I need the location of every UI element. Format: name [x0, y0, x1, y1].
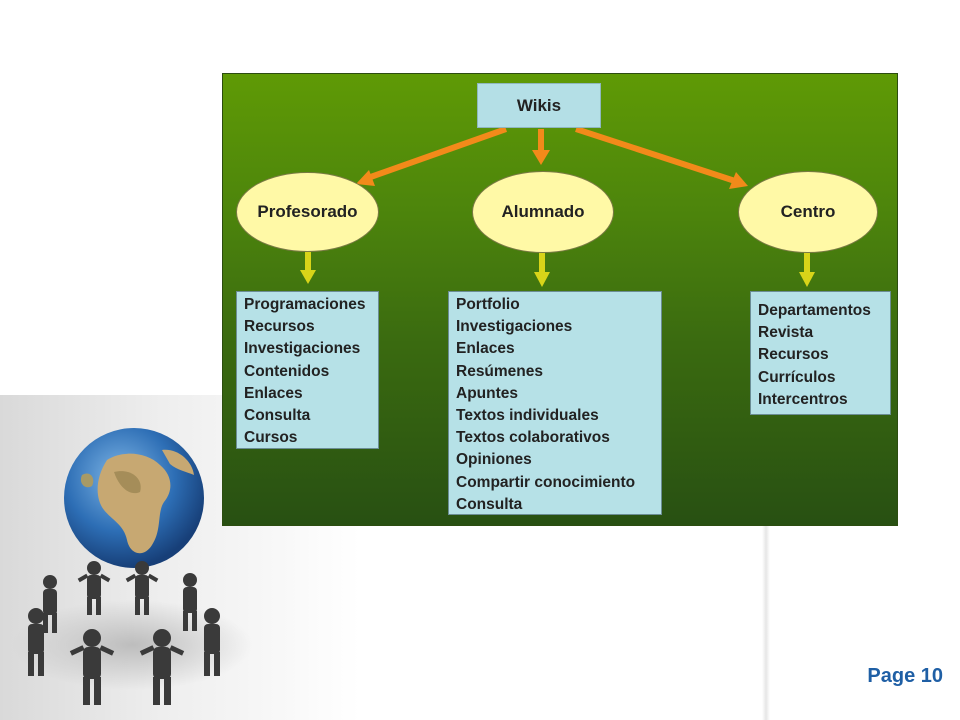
list-profesorado: Programaciones Recursos Investigaciones …	[236, 291, 379, 449]
oval-profesorado: Profesorado	[236, 172, 379, 252]
person-figure	[125, 561, 159, 615]
root-label: Wikis	[516, 95, 562, 115]
list-item: Resúmenes	[456, 362, 544, 380]
list-centro: Departamentos Revista Recursos Currículo…	[750, 291, 891, 415]
arrow-root-to-profesorado	[363, 126, 508, 182]
list-item: Textos colaborativos	[456, 429, 610, 447]
list-item: Portfolio	[456, 296, 520, 313]
list-item: Consulta	[456, 495, 523, 513]
connector-arrows	[300, 126, 815, 287]
page-number-label: Page 10	[867, 665, 943, 687]
person-figure	[43, 575, 57, 633]
vertical-divider	[762, 525, 770, 720]
alumnado-label: Alumnado	[501, 202, 585, 221]
profesorado-label: Profesorado	[257, 202, 358, 221]
list-item: Investigaciones	[456, 318, 573, 336]
list-item: Revista	[758, 324, 814, 342]
list-item: Departamentos	[758, 302, 871, 319]
list-item: Apuntes	[456, 384, 518, 402]
list-item: Contenidos	[244, 362, 330, 380]
root-node-wikis: Wikis	[477, 83, 601, 128]
person-figure	[77, 561, 111, 615]
centro-label: Centro	[780, 202, 836, 221]
list-item: Intercentros	[758, 390, 848, 408]
list-item: Recursos	[758, 346, 829, 364]
list-item: Recursos	[244, 318, 315, 336]
arrow-head-centro-list	[799, 272, 815, 287]
arrow-head-alumnado-list	[534, 272, 550, 287]
arrow-head-profesorado	[356, 170, 375, 186]
list-item: Opiniones	[456, 451, 532, 469]
person-figure	[183, 573, 197, 631]
list-item: Compartir conocimiento	[456, 473, 636, 491]
list-item: Textos individuales	[456, 407, 599, 425]
arrow-head-profesorado-list	[300, 270, 316, 284]
globe-with-people-icon	[12, 428, 252, 705]
list-item: Enlaces	[244, 384, 303, 402]
arrow-root-to-centro	[575, 126, 736, 184]
arrow-head-alumnado	[532, 150, 550, 165]
list-item: Currículos	[758, 368, 836, 386]
list-item: Consulta	[244, 407, 311, 425]
list-item: Cursos	[244, 429, 298, 447]
person-figure	[69, 629, 115, 705]
diagram-panel: Wikis Profesorado Alumnado Centro Progra…	[222, 73, 898, 526]
arrow-head-centro	[729, 172, 748, 189]
oval-centro: Centro	[738, 171, 878, 253]
list-alumnado: Portfolio Investigaciones Enlaces Resúme…	[448, 291, 662, 515]
list-item: Programaciones	[244, 296, 366, 313]
oval-alumnado: Alumnado	[472, 171, 614, 253]
person-figure	[28, 608, 44, 676]
list-item: Investigaciones	[244, 340, 361, 358]
list-item: Enlaces	[456, 340, 515, 358]
person-figure	[139, 629, 185, 705]
person-figure	[204, 608, 220, 676]
